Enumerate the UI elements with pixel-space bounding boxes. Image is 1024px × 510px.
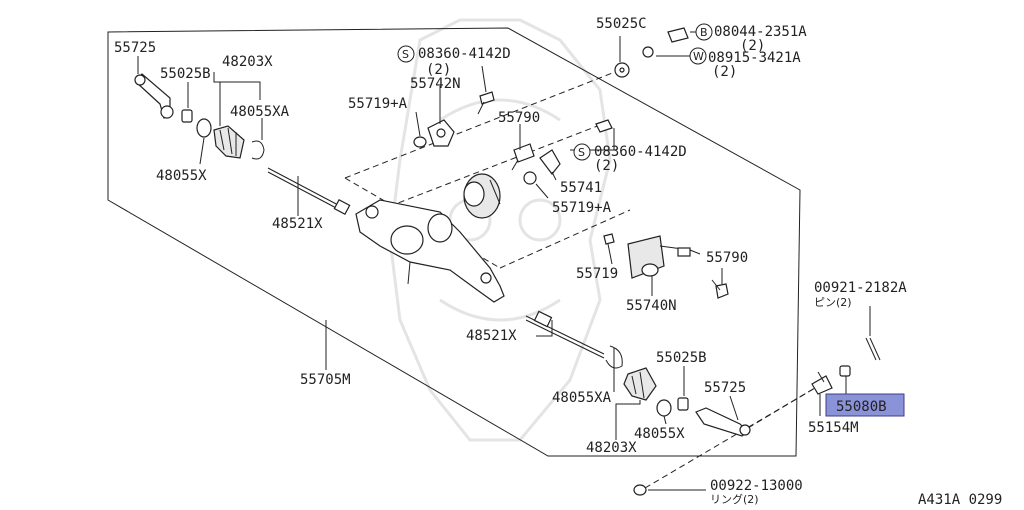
bolt-08360-second	[595, 119, 613, 133]
label-48203X-top: 48203X	[222, 54, 273, 70]
label-48521X-bottom: 48521X	[466, 328, 517, 344]
label-08915: 08915-3421A	[708, 50, 801, 66]
svg-text:S: S	[578, 146, 585, 159]
bracket-55741	[539, 149, 561, 175]
label-55080B: 55080B	[836, 399, 887, 415]
nut-55080B	[839, 365, 851, 377]
clamp-48055X-bottom	[656, 399, 672, 417]
bolt-08044	[667, 27, 689, 43]
label-55725-bottom: 55725	[704, 380, 746, 396]
label-00922: 00922-13000	[710, 478, 803, 494]
ring-00922	[633, 484, 647, 496]
label-55719A-1: 55719+A	[348, 96, 408, 112]
leader-lines	[137, 31, 871, 491]
label-48521X-top: 48521X	[272, 216, 323, 232]
label-48055XA-top: 48055XA	[230, 104, 290, 120]
label-08044-qty: (2)	[740, 38, 765, 54]
callout-s-1: S	[397, 45, 415, 63]
rod-end-55725-bottom	[695, 407, 751, 437]
dashed-leader-pin	[644, 384, 821, 489]
nut-55025B-top	[181, 109, 193, 123]
label-55740N: 55740N	[626, 298, 677, 314]
clamp-48055X-top	[196, 118, 212, 138]
label-55742N: 55742N	[410, 76, 461, 92]
washer-55025C	[614, 62, 630, 78]
label-55719A-2: 55719+A	[552, 200, 612, 216]
label-08044: 08044-2351A	[714, 24, 807, 40]
label-08360-2-qty: (2)	[594, 158, 619, 174]
bolt-08360-top	[477, 91, 495, 115]
label-55025B-top: 55025B	[160, 66, 211, 82]
svg-text:W: W	[693, 50, 704, 63]
bolt-55790-bottom	[711, 279, 729, 299]
assembly-outline	[107, 27, 801, 457]
label-00921-note: ピン(2)	[814, 296, 852, 309]
label-48055X-top: 48055X	[156, 168, 207, 184]
callout-b: B	[695, 23, 713, 41]
solenoid-55740N	[627, 235, 701, 279]
figure-code: A431A 0299	[918, 492, 1002, 508]
label-55790-2: 55790	[706, 250, 748, 266]
label-55790-1: 55790	[498, 110, 540, 126]
label-55705M: 55705M	[300, 372, 351, 388]
o-ring-55719A-second	[523, 171, 537, 185]
actuator-dashed-box	[344, 69, 631, 269]
nut-55025B-bottom	[677, 397, 689, 411]
main-cylinder-55705M	[355, 199, 505, 303]
valve-55790-top	[511, 143, 535, 171]
label-55719: 55719	[576, 266, 618, 282]
label-08360-2: 08360-4142D	[594, 144, 687, 160]
label-00922-note: リング(2)	[710, 492, 759, 506]
svg-text:B: B	[700, 26, 708, 39]
washer-08915	[642, 46, 654, 58]
label-55025C: 55025C	[596, 16, 647, 32]
boot-48203X-top	[213, 125, 245, 159]
rod-48521X-bottom	[525, 310, 605, 359]
clip-48055XA-top	[251, 140, 265, 160]
label-48055X-bottom: 48055X	[634, 426, 685, 442]
boot-48203X-bottom	[623, 367, 657, 401]
watermark-emblem	[388, 18, 612, 442]
label-08360-1: 08360-4142D	[418, 46, 511, 62]
rod-end-55725-top	[134, 73, 174, 119]
cotter-pin-00921	[865, 337, 881, 361]
rod-48521X-top	[267, 167, 351, 216]
label-00921: 00921-2182A	[814, 280, 907, 296]
highlight-55080B	[825, 393, 905, 417]
label-55725-top: 55725	[114, 40, 156, 56]
callout-s-2: S	[573, 143, 591, 161]
label-55154M: 55154M	[808, 420, 859, 436]
label-08360-1-qty: (2)	[426, 62, 451, 78]
label-55025B-bottom: 55025B	[656, 350, 707, 366]
actuator-housing	[463, 173, 501, 219]
callout-w: W	[689, 47, 707, 65]
clip-48055XA-bottom	[605, 345, 623, 369]
label-55741: 55741	[560, 180, 602, 196]
seal-55719	[603, 233, 615, 245]
svg-text:S: S	[402, 48, 409, 61]
label-48203X-bottom: 48203X	[586, 440, 637, 456]
bracket-55742N	[427, 119, 455, 147]
ball-stud-55154M	[811, 371, 833, 395]
o-ring-55719A-top	[413, 136, 427, 148]
label-08915-qty: (2)	[712, 64, 737, 80]
label-48055XA-bottom: 48055XA	[552, 390, 612, 406]
